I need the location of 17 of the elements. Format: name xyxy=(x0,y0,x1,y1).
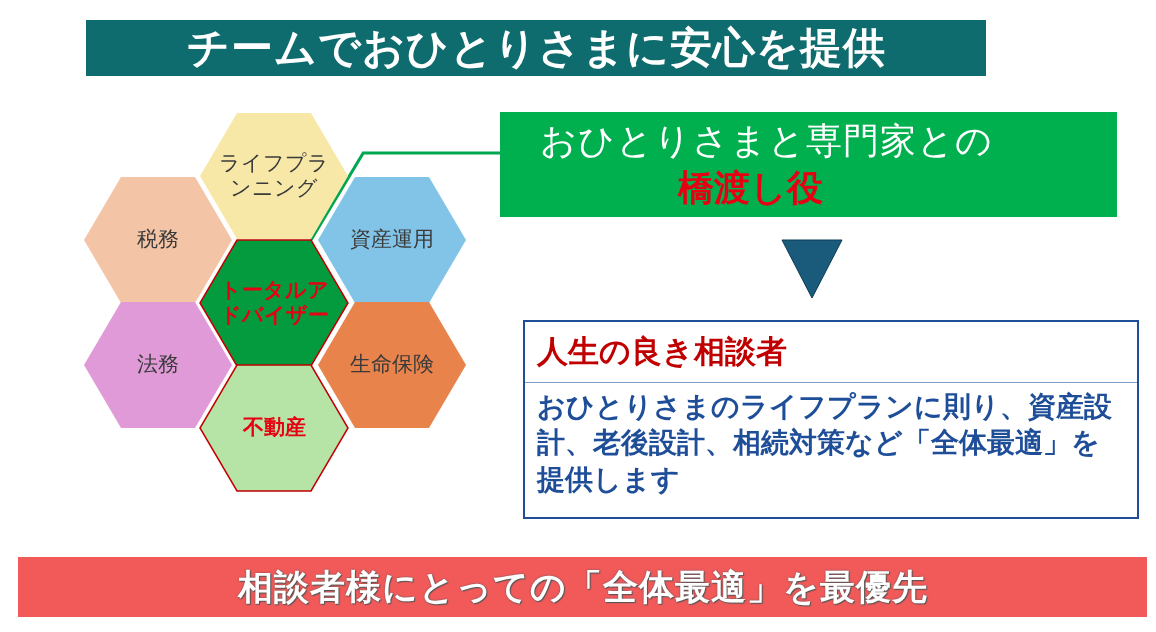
card-heading: 人生の良き相談者 xyxy=(525,322,1137,383)
hexagon-label: 法務 xyxy=(137,352,179,378)
hexagon-label: 不動産 xyxy=(242,415,306,441)
role-heading: 橋渡し役 xyxy=(676,165,824,210)
slogan-banner: 相談者様にとっての「全体最適」を最優先 xyxy=(18,557,1147,617)
hexagon-label: 生命保険 xyxy=(350,352,434,378)
hexagon-label: トータルアドバイザー xyxy=(218,277,330,329)
hexagon-label: 税務 xyxy=(137,227,179,253)
card-body-text: おひとりさまのライフプランに則り、資産設計、老後設計、相続対策など「全体最適」を提供します xyxy=(535,389,1113,498)
page-title: チームでおひとりさまに安心を提供 xyxy=(86,20,986,76)
down-arrow xyxy=(781,239,843,299)
hexagon-label: ライフプランニング xyxy=(218,150,330,202)
hexagon-label: 資産運用 xyxy=(350,227,434,253)
connector-line xyxy=(309,151,500,241)
role-subtitle: おひとりさまと専門家との xyxy=(539,118,994,163)
role-banner xyxy=(500,112,1117,217)
info-card xyxy=(523,320,1139,519)
